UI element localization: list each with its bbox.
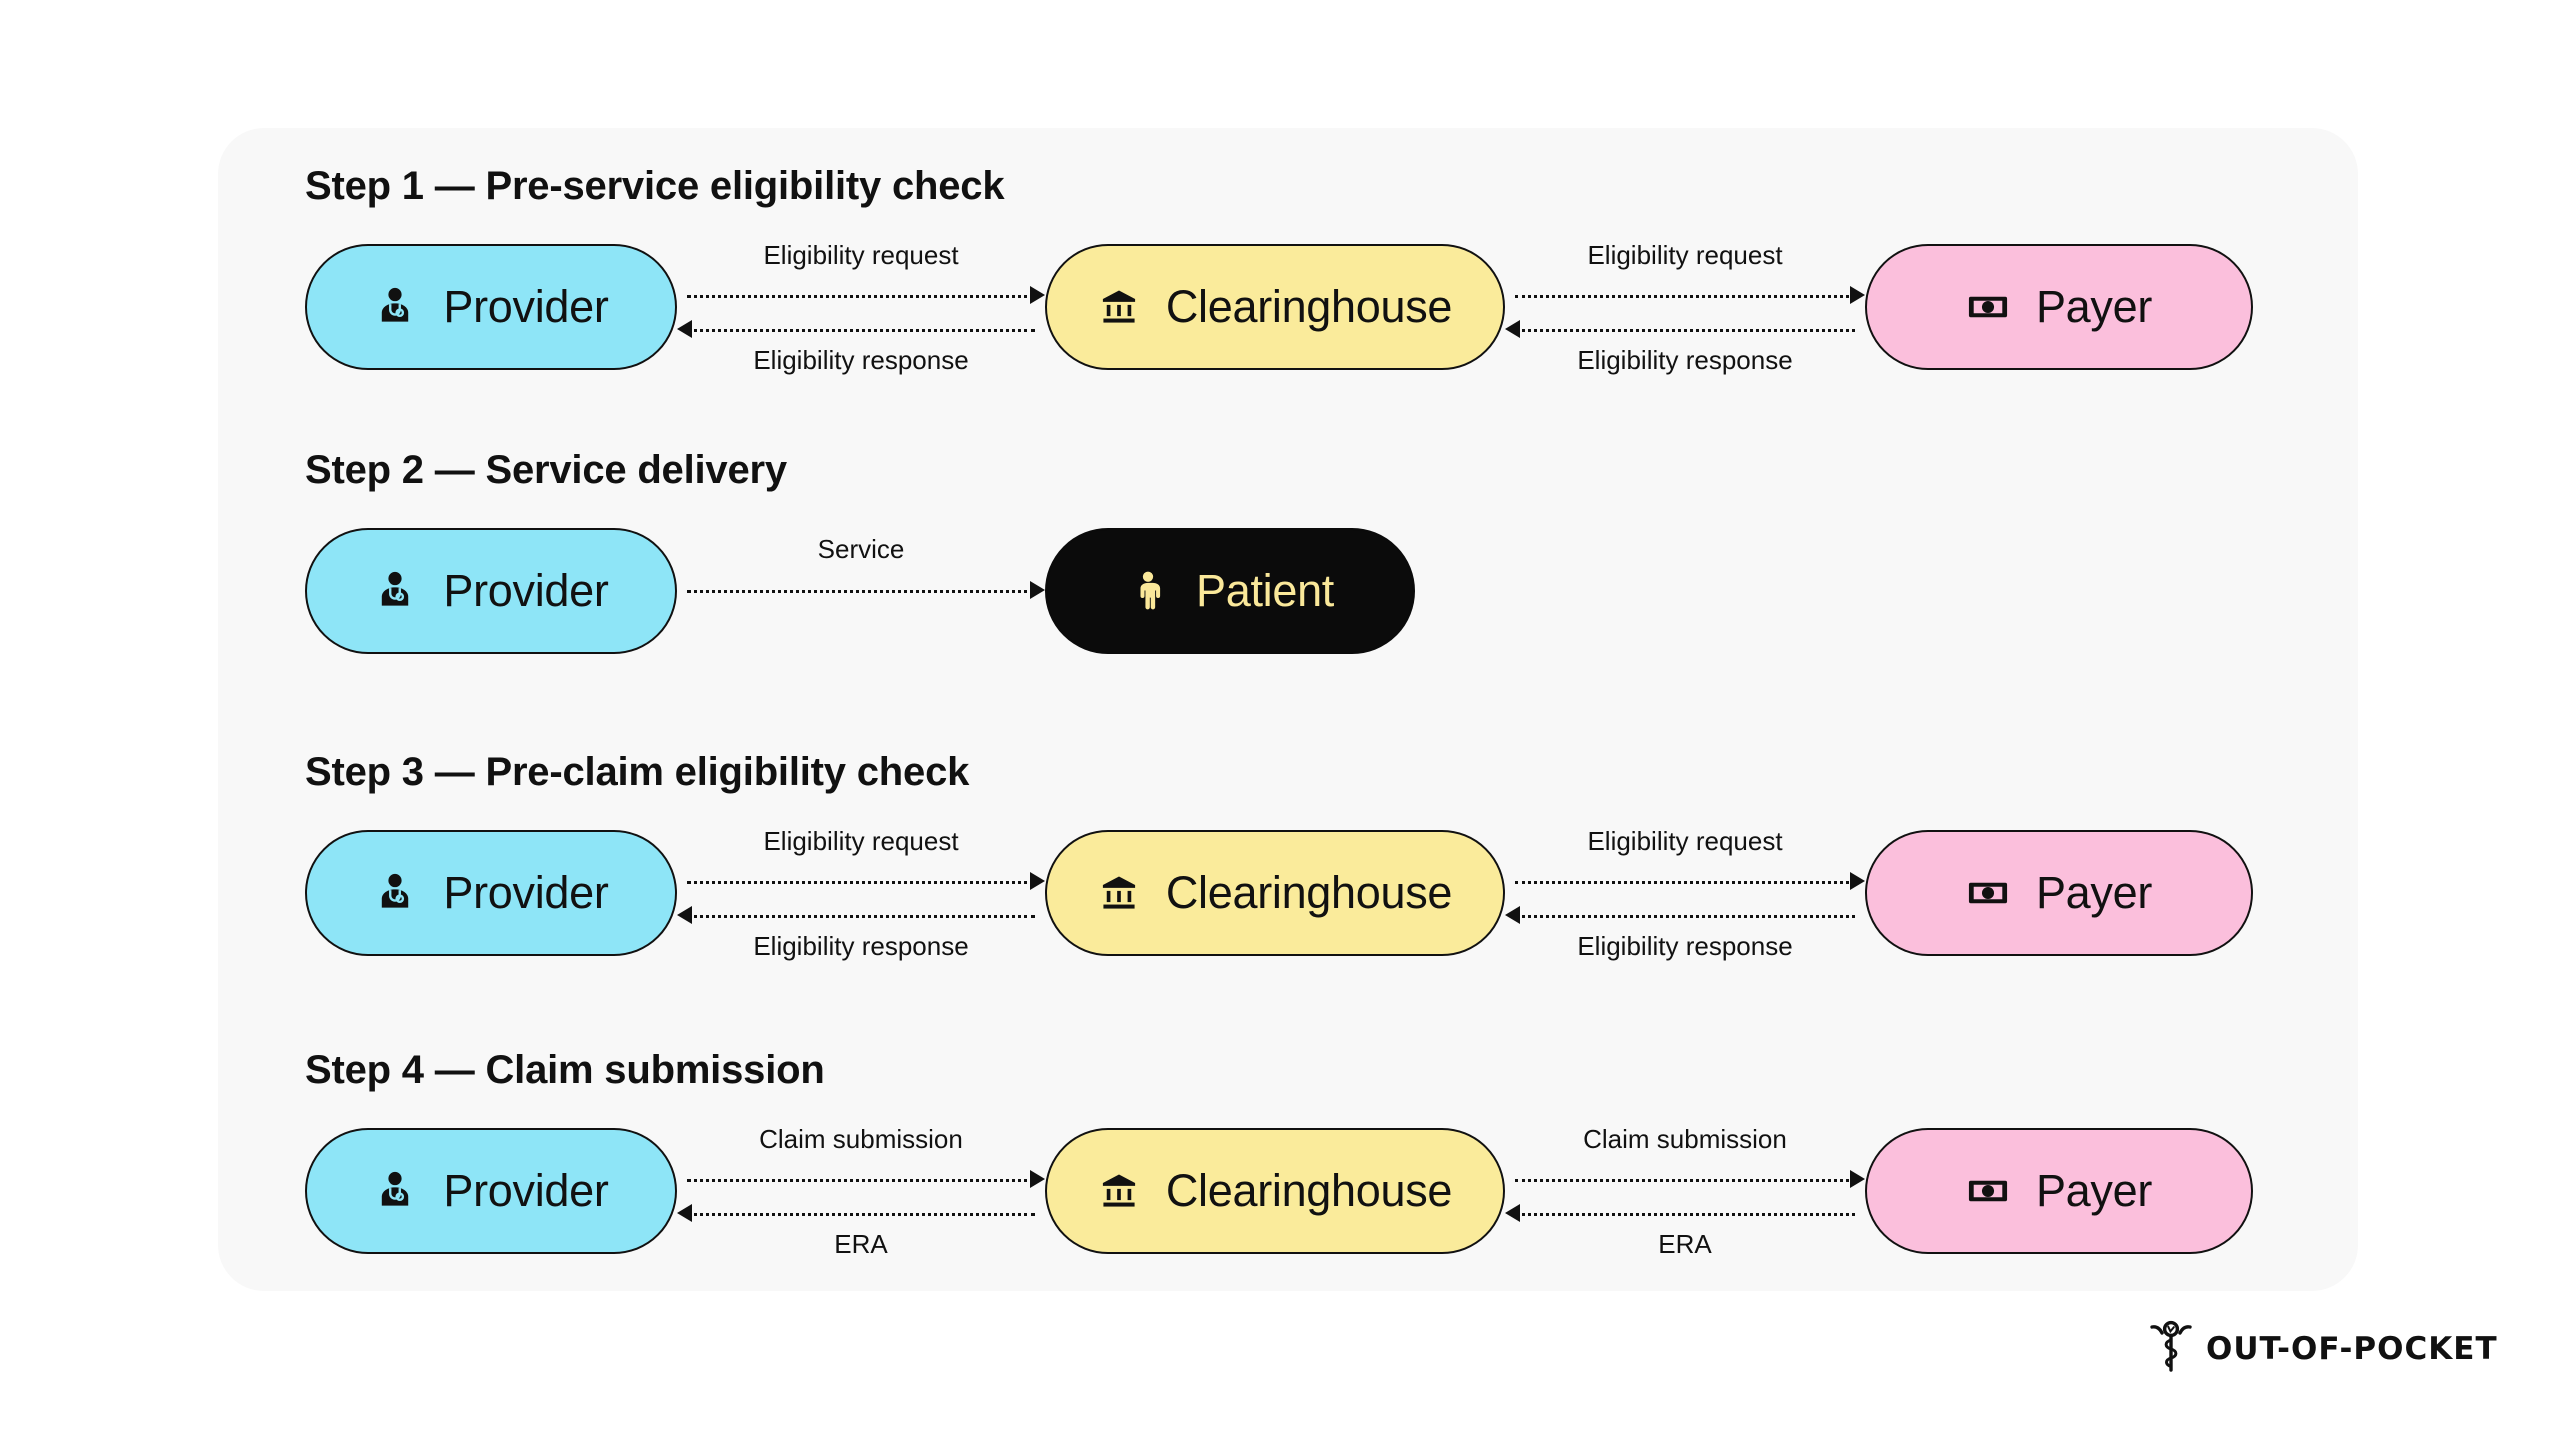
node-clearinghouse-label: Clearinghouse <box>1165 281 1453 332</box>
arrow-head-right <box>1850 1170 1865 1188</box>
person-icon <box>1126 569 1170 613</box>
connector-label-backward: Eligibility response <box>1577 931 1793 961</box>
arrow-head-left <box>1505 906 1520 924</box>
connector-label-backward: Eligibility response <box>1577 345 1793 375</box>
arrow-head-right <box>1030 581 1045 599</box>
arrow-head-right <box>1030 286 1045 304</box>
connector-label-forward: Claim submission <box>759 1124 963 1154</box>
step-3-row: Provider Eligibility request Eligibility… <box>305 826 2305 961</box>
node-provider[interactable]: Provider <box>305 244 677 370</box>
node-clearinghouse[interactable]: Clearinghouse <box>1045 244 1505 370</box>
arrow-head-left <box>677 906 692 924</box>
connector-label-backward: ERA <box>1658 1229 1712 1259</box>
node-payer-label: Payer <box>2035 1165 2153 1216</box>
connector-line-forward <box>687 590 1035 593</box>
step-1-title: Step 1 — Pre-service eligibility check <box>305 164 1005 208</box>
step-4-row: Provider Claim submission ERA <box>305 1124 2305 1259</box>
brand-logo[interactable]: OUT-OF-POCKET <box>2148 1318 2498 1379</box>
connector-provider-clearinghouse-3: Eligibility request Eligibility response <box>677 826 1045 961</box>
step-3-block: Step 3 — Pre-claim eligibility check Pro… <box>305 750 2305 961</box>
node-payer-label: Payer <box>2035 281 2153 332</box>
connector-line-forward <box>687 881 1035 884</box>
connector-line-backward <box>1515 329 1855 332</box>
connector-label-forward: Service <box>817 534 905 564</box>
node-provider-label: Provider <box>443 281 609 332</box>
connector-line-backward <box>687 329 1035 332</box>
arrow-head-left <box>677 1204 692 1222</box>
arrow-head-left <box>677 320 692 338</box>
node-provider-label: Provider <box>443 1165 609 1216</box>
node-provider[interactable]: Provider <box>305 1128 677 1254</box>
banknote-icon <box>1966 1169 2010 1213</box>
connector-line-backward <box>687 915 1035 918</box>
connector-label-backward: Eligibility response <box>753 345 969 375</box>
node-provider-label: Provider <box>443 867 609 918</box>
node-payer[interactable]: Payer <box>1865 244 2253 370</box>
connector-label-forward: Eligibility request <box>763 240 959 270</box>
node-clearinghouse-label: Clearinghouse <box>1165 1165 1453 1216</box>
step-2-row: Provider Service Patient <box>305 528 2305 658</box>
step-1-block: Step 1 — Pre-service eligibility check P… <box>305 164 2305 375</box>
node-payer-label: Payer <box>2035 867 2153 918</box>
step-3-title: Step 3 — Pre-claim eligibility check <box>305 750 970 794</box>
connector-line-forward <box>687 295 1035 298</box>
node-provider[interactable]: Provider <box>305 830 677 956</box>
bank-icon <box>1098 872 1140 914</box>
arrow-head-right <box>1030 872 1045 890</box>
arrow-head-right <box>1030 1170 1045 1188</box>
doctor-icon <box>373 1169 417 1213</box>
node-clearinghouse-label: Clearinghouse <box>1165 867 1453 918</box>
banknote-icon <box>1966 285 2010 329</box>
bank-icon <box>1098 286 1140 328</box>
step-2-title: Step 2 — Service delivery <box>305 448 787 492</box>
node-patient-label: Patient <box>1196 565 1334 616</box>
node-clearinghouse[interactable]: Clearinghouse <box>1045 830 1505 956</box>
step-4-title: Step 4 — Claim submission <box>305 1048 825 1092</box>
connector-provider-clearinghouse-4: Claim submission ERA <box>677 1124 1045 1259</box>
bank-icon <box>1098 1170 1140 1212</box>
connector-label-backward: Eligibility response <box>753 931 969 961</box>
node-patient[interactable]: Patient <box>1045 528 1415 654</box>
connector-label-forward: Eligibility request <box>1587 826 1783 856</box>
connector-provider-patient: Service <box>677 528 1045 654</box>
node-provider-label: Provider <box>443 565 609 616</box>
node-provider[interactable]: Provider <box>305 528 677 654</box>
connector-label-forward: Eligibility request <box>1587 240 1783 270</box>
connector-line-forward <box>687 1179 1035 1182</box>
connector-line-backward <box>687 1213 1035 1216</box>
doctor-icon <box>373 871 417 915</box>
connector-provider-clearinghouse-1: Eligibility request Eligibility response <box>677 240 1045 375</box>
arrow-head-left <box>1505 320 1520 338</box>
connector-clearinghouse-payer-3: Eligibility request Eligibility response <box>1505 826 1865 961</box>
brand-logo-text: OUT-OF-POCKET <box>2206 1330 2498 1367</box>
connector-label-forward: Eligibility request <box>763 826 959 856</box>
connector-line-backward <box>1515 1213 1855 1216</box>
step-1-row: Provider Eligibility request Eligibility… <box>305 240 2305 375</box>
connector-clearinghouse-payer-4: Claim submission ERA <box>1505 1124 1865 1259</box>
step-2-block: Step 2 — Service delivery Provider Servi… <box>305 450 2305 658</box>
connector-line-backward <box>1515 915 1855 918</box>
node-payer[interactable]: Payer <box>1865 1128 2253 1254</box>
connector-line-forward <box>1515 295 1855 298</box>
connector-label-backward: ERA <box>834 1229 888 1259</box>
step-4-block: Step 4 — Claim submission Provider Claim… <box>305 1048 2305 1259</box>
node-payer[interactable]: Payer <box>1865 830 2253 956</box>
node-clearinghouse[interactable]: Clearinghouse <box>1045 1128 1505 1254</box>
doctor-icon <box>373 569 417 613</box>
arrow-head-right <box>1850 872 1865 890</box>
banknote-icon <box>1966 871 2010 915</box>
arrow-head-right <box>1850 286 1865 304</box>
arrow-head-left <box>1505 1204 1520 1222</box>
doctor-icon <box>373 285 417 329</box>
connector-clearinghouse-payer-1: Eligibility request Eligibility response <box>1505 240 1865 375</box>
connector-label-forward: Claim submission <box>1583 1124 1787 1154</box>
caduceus-doodle-icon <box>2148 1318 2194 1379</box>
connector-line-forward <box>1515 881 1855 884</box>
connector-line-forward <box>1515 1179 1855 1182</box>
